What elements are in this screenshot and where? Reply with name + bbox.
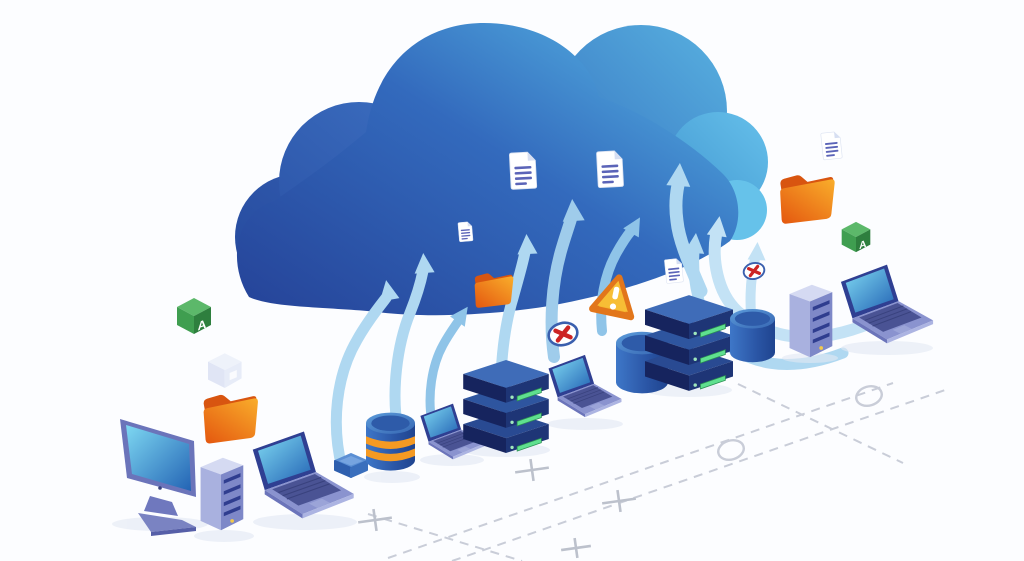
- database-cylinder-banded: [366, 412, 415, 471]
- cloud-front-face: [236, 23, 739, 316]
- error-badge-icon: [742, 261, 766, 281]
- decor-grid: [367, 382, 949, 561]
- dashed-line: [451, 388, 949, 561]
- ghost-cube-icon: [208, 353, 242, 388]
- database-cylinder: [730, 309, 775, 363]
- dashed-line: [367, 513, 523, 561]
- plus-mark: [514, 458, 550, 482]
- floating-icons: [177, 130, 871, 444]
- dashed-line: [737, 383, 904, 464]
- upload-arrow: [389, 253, 435, 437]
- desktop-tower: [200, 457, 244, 531]
- desktop-tower: [789, 284, 833, 358]
- error-badge-icon: [547, 321, 579, 347]
- plus-mark: [357, 508, 393, 532]
- decor-plus-marks: [357, 458, 637, 559]
- document-icon: [595, 150, 625, 189]
- circle-mark: [717, 438, 745, 462]
- server-rack: [645, 295, 733, 391]
- server-rack: [463, 360, 549, 453]
- document-icon: [508, 151, 538, 190]
- devices: [120, 264, 934, 536]
- upload-arrow: [425, 306, 468, 428]
- desktop-monitor: [120, 419, 196, 536]
- circle-mark: [855, 384, 883, 408]
- plus-mark: [560, 537, 592, 559]
- warning-triangle-icon: [589, 274, 635, 321]
- upload-arrow: [330, 280, 400, 474]
- plus-mark: [601, 489, 637, 513]
